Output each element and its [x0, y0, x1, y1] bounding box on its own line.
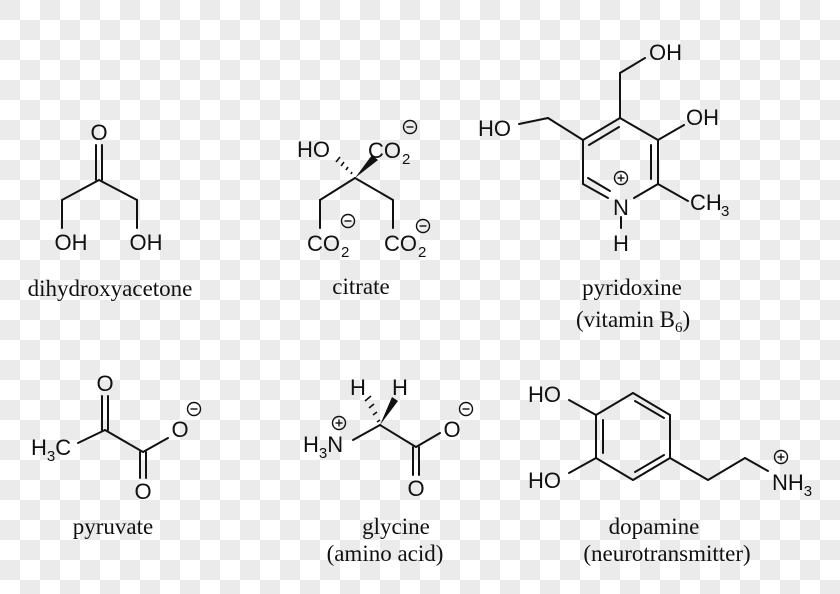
hydroxyl-group: OH	[55, 230, 88, 255]
subscript: 2	[418, 244, 426, 261]
hydrogen-atom: H	[350, 375, 366, 400]
molecule-label-glycine: glycine	[362, 514, 430, 539]
hydroxyl-group: OH	[130, 230, 163, 255]
nitrogen-atom: N	[613, 195, 629, 220]
oxygen-atom: O	[134, 479, 151, 504]
molecule-label-citrate: citrate	[332, 274, 389, 299]
subtitle-text: (vitamin B	[576, 307, 675, 332]
citrate-structure: HO CO 2 CO 2 CO 2	[297, 119, 431, 261]
dopamine-structure: HO HO NH3	[528, 382, 812, 500]
hydroxyl-group: HO	[297, 137, 330, 162]
hydroxyl-group: HO	[478, 116, 511, 141]
pyridoxine-structure: OH HO OH N H CH 3	[478, 40, 729, 256]
hydrogen-atom: H	[613, 231, 629, 256]
molecule-label-pyridoxine: pyridoxine	[582, 275, 682, 300]
carboxylate-group: CO	[384, 231, 417, 256]
subscript: 2	[341, 244, 349, 261]
hydrogen-atom: H	[392, 375, 408, 400]
subscript: 3	[721, 203, 729, 220]
oxygen-atom: O	[90, 120, 107, 145]
hydroxyl-group: HO	[528, 382, 561, 407]
oxygen-atom: O	[96, 371, 113, 396]
hydroxyl-group: HO	[528, 468, 561, 493]
hydrogen-symbol: H	[31, 435, 47, 460]
subscript: 2	[402, 151, 410, 168]
molecule-subtitle-pyridoxine: (vitamin B6)	[576, 307, 690, 336]
subtitle-text: )	[683, 307, 691, 332]
molecule-subtitle-glycine: (amino acid)	[327, 541, 444, 566]
molecule-subtitle-dopamine: (neurotransmitter)	[583, 541, 750, 566]
molecule-label-pyruvate: pyruvate	[73, 514, 153, 539]
hydroxyl-group: OH	[686, 105, 719, 130]
carbon-symbol: C	[55, 435, 71, 460]
nitrogen-symbol: N	[327, 432, 343, 457]
dihydroxyacetone-structure: O OH OH	[55, 120, 163, 255]
pyruvate-structure: O H3C O O	[31, 371, 202, 504]
oxygen-anion: O	[443, 417, 460, 442]
carboxylate-group: CO	[368, 138, 401, 163]
ammonium-group: H3N	[303, 432, 343, 462]
oxygen-anion: O	[171, 417, 188, 442]
carboxylate-group: CO	[307, 231, 340, 256]
methyl-group: CH	[690, 190, 722, 215]
glycine-structure: H H H3N O O	[303, 375, 474, 501]
subscript: 3	[47, 448, 55, 465]
subtitle-subscript: 6	[675, 320, 683, 336]
methyl-group: H3C	[31, 435, 71, 465]
subscript: 3	[804, 483, 812, 500]
oxygen-atom: O	[407, 476, 424, 501]
hydrogen-symbol: H	[303, 432, 319, 457]
nh-symbol: NH	[772, 470, 804, 495]
molecule-label-dihydroxyacetone: dihydroxyacetone	[28, 276, 193, 301]
subscript: 3	[319, 445, 327, 462]
molecule-label-dopamine: dopamine	[609, 514, 700, 539]
ammonium-group: NH3	[772, 470, 812, 500]
hydroxyl-group: OH	[649, 40, 682, 65]
